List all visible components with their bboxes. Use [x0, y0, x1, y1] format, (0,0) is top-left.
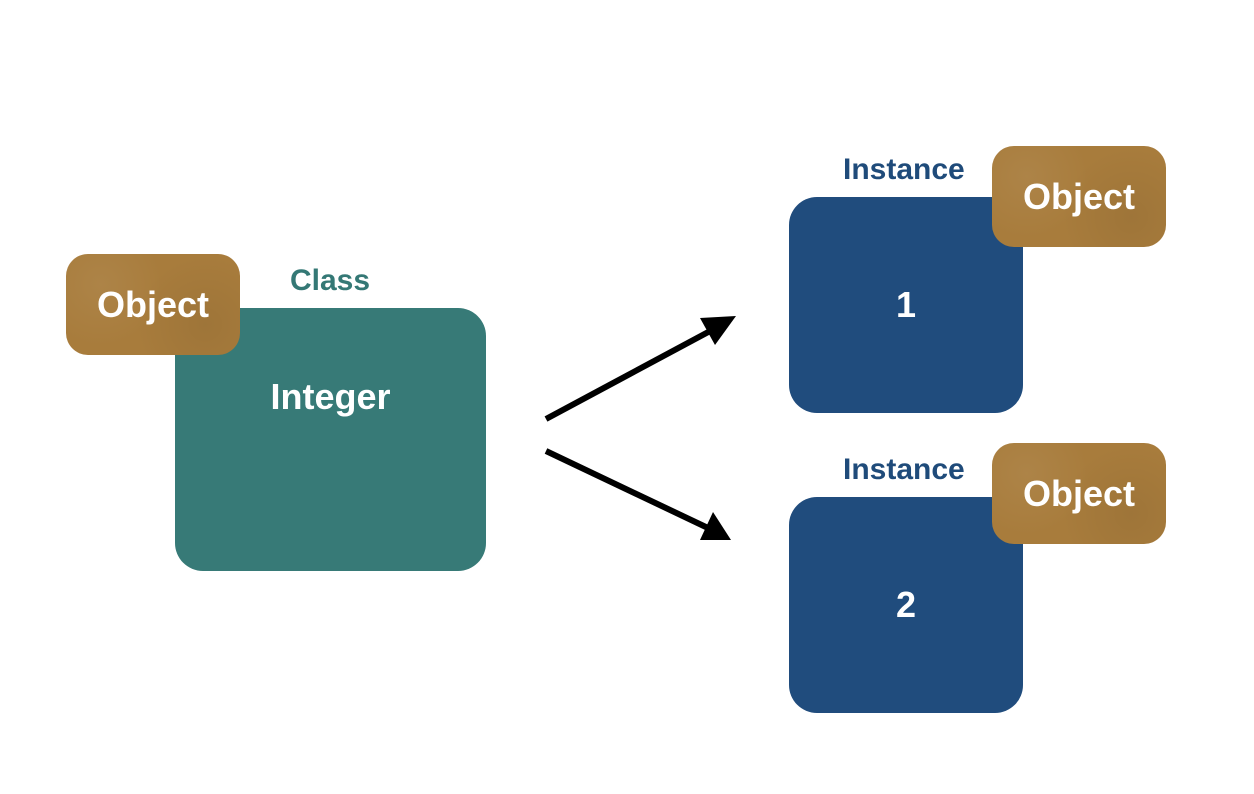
- instance-2-object-tag-label: Object: [1022, 472, 1136, 514]
- arrow-to-instance-1: [544, 316, 736, 422]
- instance-2-object-tag: Object: [992, 443, 1166, 544]
- class-label: Class: [290, 264, 371, 297]
- instance-1-object-tag: Object: [992, 146, 1166, 247]
- instance-1-value: 1: [895, 284, 917, 325]
- instance-1-box: 1: [789, 197, 1023, 413]
- class-object-tag: Object: [66, 254, 240, 355]
- class-object-tag-label: Object: [96, 283, 210, 325]
- instance-2-label: Instance: [843, 453, 965, 486]
- instance-2-box: 2: [789, 497, 1023, 713]
- class-name: Integer: [270, 376, 391, 417]
- instance-1-label: Instance: [843, 153, 965, 186]
- instance-2-value: 2: [895, 584, 917, 625]
- arrow-to-instance-2: [544, 448, 731, 540]
- instance-1-object-tag-label: Object: [1022, 175, 1136, 217]
